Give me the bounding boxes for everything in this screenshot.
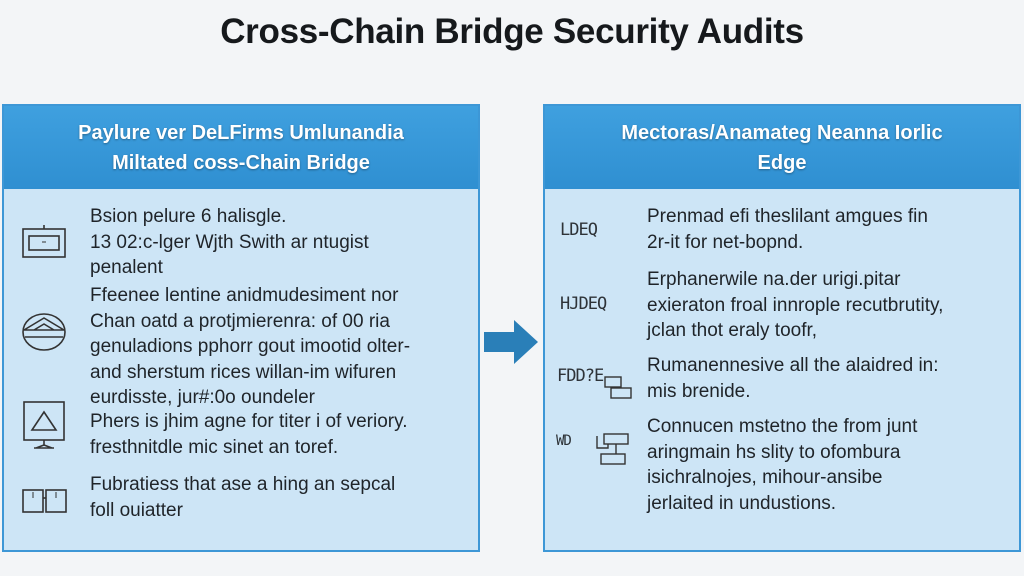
- item-text: Ffeenee lentine anidmudesiment nor: [90, 285, 399, 306]
- left-item-2: Ffeenee lentine anidmudesiment nor Chan …: [90, 283, 410, 411]
- item-text: jerlaited in undustions.: [647, 492, 837, 514]
- item-text: mis brenide.: [647, 380, 751, 402]
- item-text: aringmain hs slity to ofombura: [647, 441, 901, 463]
- item-text: exieraton froal innrople recutbrutity,: [647, 294, 944, 316]
- left-item-4: Fubratiess that ase a hing an sepcal fol…: [90, 472, 395, 523]
- right-item-2: Erphanerwile na.der urigi.pitar exierato…: [647, 267, 943, 344]
- item-text: Fubratiess that ase a hing an sepcal: [90, 474, 396, 495]
- item-text: Chan oatd a protjmierenra: of 00 ria: [90, 310, 390, 332]
- item-text: eurdisste, jur#:0o oundeler: [90, 387, 315, 408]
- ldeq-icon: LDEQ: [560, 220, 598, 240]
- right-item-4: Connucen mstetno the from junt aringmain…: [647, 414, 917, 516]
- item-text: jclan thot eraly toofr,: [647, 320, 818, 341]
- heading-line: Miltated coss-Chain Bridge: [112, 151, 370, 174]
- heading-line: Edge: [757, 151, 807, 174]
- right-item-1: Prenmad efi theslilant amgues fin 2r-it …: [647, 204, 928, 255]
- item-text: Phers is jhim agne for titer i of verior…: [90, 411, 408, 432]
- page-title: Cross-Chain Bridge Security Audits: [220, 12, 804, 51]
- right-item-3: Rumanennesive all the alaidred in: mis b…: [647, 353, 939, 404]
- monitor-icon: [22, 225, 66, 258]
- item-text: fresthnitdle mic sinet an toref.: [90, 436, 339, 458]
- network-boxes-icon: [596, 433, 629, 465]
- boxes-icon: [22, 489, 67, 513]
- heading-line: Paylure ver DeLFirms Umlunandia: [78, 121, 404, 144]
- stacked-boxes-icon: [604, 376, 632, 399]
- item-text: Rumanennesive all the alaidred in:: [647, 355, 939, 376]
- left-item-1: Bsion pelure 6 halisgle. 13 02:c-lger Wj…: [90, 204, 369, 281]
- item-text: Erphanerwile na.der urigi.pitar: [647, 269, 901, 290]
- fdde-icon: FDD?E: [557, 366, 604, 386]
- envelope-icon: [22, 313, 66, 351]
- heading-line: Mectoras/Anamateg Neanna Iorlic: [621, 121, 943, 144]
- warning-monitor-icon: [23, 401, 65, 449]
- item-text: and sherstum rices willan-im wifuren: [90, 361, 397, 383]
- left-item-3: Phers is jhim agne for titer i of verior…: [90, 409, 407, 460]
- item-text: isichralnojes, mihour-ansibe: [647, 467, 883, 488]
- item-text: genuladions pphorr gout imootid olter-: [90, 336, 411, 357]
- wd-icon: WD: [556, 433, 572, 449]
- hjdeq-icon: HJDEQ: [560, 294, 607, 314]
- item-text: 2r-it for net-bopnd.: [647, 231, 804, 253]
- item-text: foll ouiatter: [90, 499, 183, 521]
- arrow-right-icon: [484, 320, 538, 364]
- item-text: Bsion pelure 6 halisgle.: [90, 206, 287, 227]
- item-text: 13 02:c-lger Wjth Swith ar ntugist: [90, 231, 369, 253]
- item-text: penalent: [90, 257, 163, 278]
- item-text: Prenmad efi theslilant amgues fin: [647, 206, 928, 227]
- item-text: Connucen mstetno the from junt: [647, 416, 918, 437]
